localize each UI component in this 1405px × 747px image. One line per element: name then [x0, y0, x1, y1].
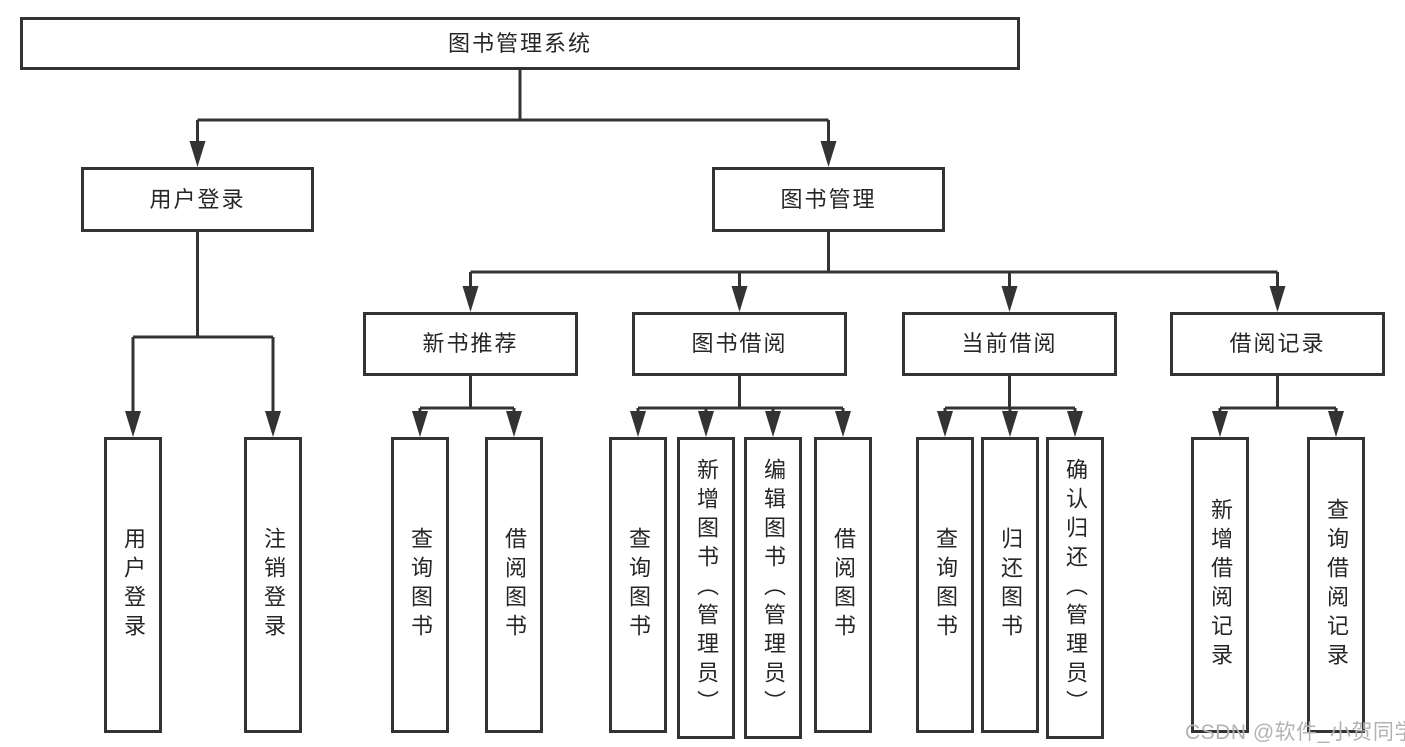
node-borrow-record: 借阅记录 [1170, 312, 1385, 376]
arrow-down-icon [1067, 411, 1083, 437]
arrow-down-icon [1001, 286, 1018, 312]
arrow-down-icon [937, 411, 953, 437]
arrow-down-icon [265, 411, 281, 437]
node-label: 当前借阅 [961, 331, 1058, 356]
leaf-query-borrow-record: 查询借阅记录 [1307, 437, 1365, 733]
node-label: 确认归还（管理员） [1063, 457, 1088, 719]
node-book-management: 图书管理 [712, 167, 945, 232]
leaf-borrow-book-1: 借阅图书 [485, 437, 543, 733]
node-label: 归还图书 [998, 527, 1023, 643]
node-label: 新书推荐 [422, 331, 519, 356]
arrow-down-icon [630, 411, 646, 437]
arrow-down-icon [506, 411, 522, 437]
borrow-record-branch-connector [1212, 376, 1344, 437]
node-label: 用户登录 [121, 527, 146, 643]
node-label: 图书管理 [780, 186, 877, 212]
node-label: 借阅图书 [831, 527, 856, 643]
node-label: 新增借阅记录 [1208, 498, 1233, 672]
arrow-down-icon [1269, 286, 1286, 312]
node-label: 图书管理系统 [447, 30, 592, 56]
leaf-user-login: 用户登录 [104, 437, 162, 733]
node-new-book-recommend: 新书推荐 [363, 312, 578, 376]
node-book-borrow: 图书借阅 [632, 312, 847, 376]
book-management-branch-connector [462, 232, 1286, 312]
current-borrow-branch-connector [937, 376, 1083, 437]
arrow-down-icon [1212, 411, 1228, 437]
node-label: 查询图书 [933, 527, 958, 643]
leaf-confirm-return-admin: 确认归还（管理员） [1046, 437, 1104, 739]
leaf-query-book-3: 查询图书 [916, 437, 974, 733]
node-label: 注销登录 [261, 527, 286, 643]
arrow-down-icon [189, 141, 206, 167]
book-borrow-branch-connector [630, 376, 851, 437]
user-login-branch-connector [125, 232, 281, 437]
node-label: 新增图书（管理员） [694, 457, 719, 719]
arrow-down-icon [412, 411, 428, 437]
node-label: 查询借阅记录 [1324, 498, 1349, 672]
root-to-level2-connector [189, 70, 837, 167]
arrow-down-icon [462, 286, 479, 312]
leaf-query-book-1: 查询图书 [391, 437, 449, 733]
node-label: 图书借阅 [691, 331, 788, 356]
leaf-return-book: 归还图书 [981, 437, 1039, 733]
arrow-down-icon [731, 286, 748, 312]
node-label: 借阅图书 [502, 527, 527, 643]
node-label: 查询图书 [626, 527, 651, 643]
leaf-add-borrow-record: 新增借阅记录 [1191, 437, 1249, 733]
csdn-watermark: CSDN @软件_小贺同学 [1185, 721, 1405, 744]
node-label: 查询图书 [408, 527, 433, 643]
arrow-down-icon [835, 411, 851, 437]
leaf-edit-book-admin: 编辑图书（管理员） [744, 437, 802, 739]
leaf-add-book-admin: 新增图书（管理员） [677, 437, 735, 739]
node-label: 编辑图书（管理员） [761, 457, 786, 719]
node-current-borrow: 当前借阅 [902, 312, 1117, 376]
leaf-logout: 注销登录 [244, 437, 302, 733]
arrow-down-icon [125, 411, 141, 437]
node-library-management-system: 图书管理系统 [20, 17, 1020, 70]
arrow-down-icon [820, 141, 837, 167]
node-label: 用户登录 [149, 186, 246, 212]
new-book-recommend-branch-connector [412, 376, 522, 437]
node-user-login: 用户登录 [81, 167, 314, 232]
arrow-down-icon [698, 411, 714, 437]
arrow-down-icon [1328, 411, 1344, 437]
arrow-down-icon [1002, 411, 1018, 437]
leaf-query-book-2: 查询图书 [609, 437, 667, 733]
leaf-borrow-book-2: 借阅图书 [814, 437, 872, 733]
node-label: 借阅记录 [1229, 331, 1326, 356]
arrow-down-icon [765, 411, 781, 437]
